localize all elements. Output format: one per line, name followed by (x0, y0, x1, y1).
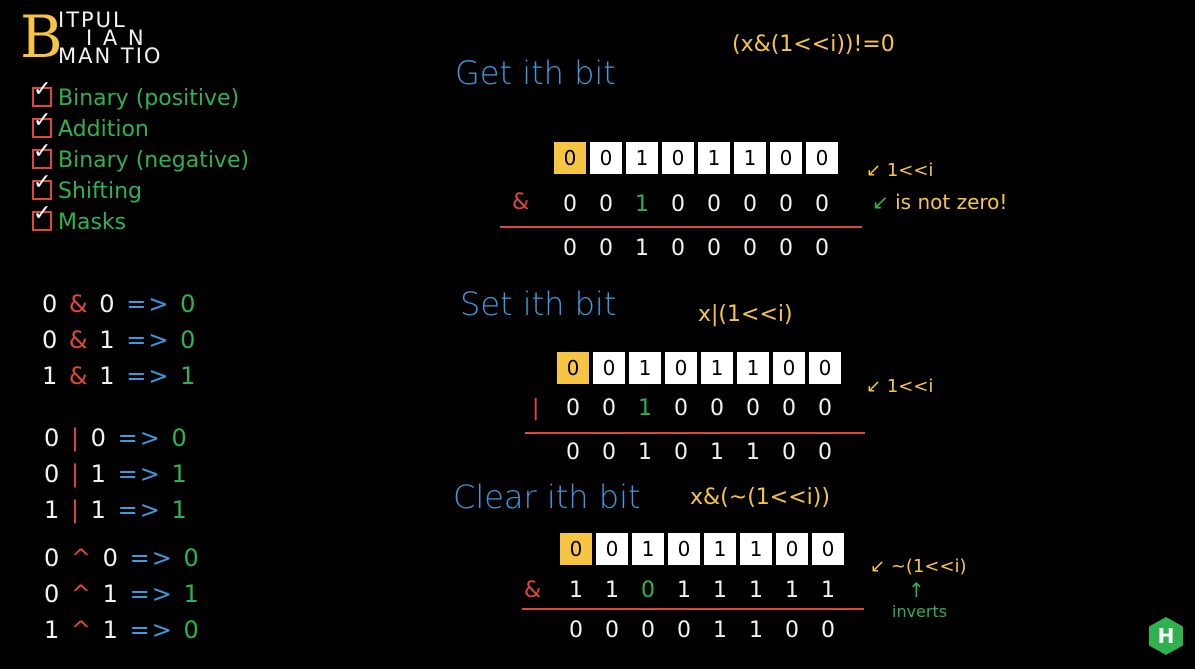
topic-label: Binary (positive) (58, 86, 240, 111)
topic-label: Addition (58, 117, 149, 142)
bit-cell: 0 (806, 142, 838, 174)
title-row-2: I A N (86, 26, 146, 50)
get-heading: Get ith bit (455, 54, 616, 92)
bit-cell: 0 (662, 142, 694, 174)
bit-cell: 0 (596, 533, 628, 565)
truth-row: 0 ^ 1 => 1 (44, 580, 201, 608)
get-mask-note: ↙ 1<<i (866, 160, 934, 181)
clear-heading: Clear ith bit (453, 478, 641, 516)
bit-cell: 1 (737, 352, 769, 384)
get-result-note: ↙ is not zero! (872, 190, 1008, 214)
truth-row: 0 & 0 => 0 (42, 290, 198, 318)
truth-row: 0 | 1 => 1 (44, 460, 189, 488)
bit-cell: 0 (590, 142, 622, 174)
truth-row: 0 & 1 => 0 (42, 326, 198, 354)
bit-cell: 1 (704, 533, 736, 565)
topic-label: Shifting (58, 179, 143, 204)
bit-cell: 0 (557, 352, 589, 384)
get-rule (500, 226, 862, 228)
topic-label: Masks (58, 210, 127, 235)
bit-cell: 1 (740, 533, 772, 565)
truth-row: 0 ^ 0 => 0 (44, 544, 201, 572)
bit-cell: 0 (554, 142, 586, 174)
set-formula: x|(1<<i) (698, 302, 793, 327)
topic-item: Binary (positive) (32, 77, 249, 117)
bit-cell: 0 (668, 533, 700, 565)
xor-truth-table: 0 ^ 0 => 0 0 ^ 1 => 1 1 ^ 1 => 0 (44, 544, 201, 652)
title-row-1: ITPUL (58, 8, 127, 32)
checkbox-icon (32, 108, 52, 138)
get-operator: & (512, 190, 530, 215)
truth-row: 0 | 0 => 0 (44, 424, 189, 452)
checkbox-icon (32, 139, 52, 169)
topic-item: Addition (32, 108, 249, 148)
set-heading: Set ith bit (460, 285, 617, 323)
topic-label: Binary (negative) (58, 148, 250, 173)
up-arrow-icon: ↑ (908, 578, 925, 602)
bit-cell: 0 (812, 533, 844, 565)
bit-cell: 0 (773, 352, 805, 384)
clear-bits: 0 0 1 0 1 1 0 0 (560, 533, 848, 565)
truth-row: 1 & 1 => 1 (42, 362, 198, 390)
clear-rule (522, 608, 864, 610)
and-truth-table: 0 & 0 => 0 0 & 1 => 0 1 & 1 => 1 (42, 290, 197, 398)
bit-cell: 0 (665, 352, 697, 384)
topic-item: Shifting (32, 170, 249, 210)
checkbox-icon (32, 201, 52, 231)
bit-cell: 0 (809, 352, 841, 384)
topic-item: Masks (32, 201, 249, 241)
bit-cell: 0 (770, 142, 802, 174)
title-row-3: MAN TIO (58, 44, 163, 68)
topic-item: Binary (negative) (32, 139, 250, 179)
set-rule (525, 432, 865, 434)
title-big-letter: B (20, 3, 63, 71)
set-mask-note: ↙ 1<<i (866, 376, 934, 397)
truth-row: 1 | 1 => 1 (44, 496, 189, 524)
get-bits: 0 0 1 0 1 1 0 0 (554, 142, 842, 174)
checkbox-icon (32, 170, 52, 200)
bit-cell: 1 (701, 352, 733, 384)
get-formula: (x&(1<<i))!=0 (732, 32, 895, 57)
set-bits: 0 0 1 0 1 1 0 0 (557, 352, 845, 384)
set-operator: | (532, 396, 540, 421)
clear-mask-note: ↙ ~(1<<i) (870, 556, 967, 577)
bit-cell: 1 (698, 142, 730, 174)
bit-cell: 1 (629, 352, 661, 384)
channel-logo: H (1149, 617, 1183, 655)
checkbox-icon (32, 77, 52, 107)
bit-cell: 1 (734, 142, 766, 174)
bit-cell: 1 (632, 533, 664, 565)
truth-row: 1 ^ 1 => 0 (44, 616, 201, 644)
bit-cell: 0 (560, 533, 592, 565)
topic-list: Binary (positive) Addition Binary (negat… (32, 77, 250, 241)
bit-cell: 0 (776, 533, 808, 565)
clear-inverts-note: inverts (892, 602, 948, 621)
bit-cell: 1 (626, 142, 658, 174)
bit-cell: 0 (593, 352, 625, 384)
clear-operator: & (524, 578, 542, 603)
clear-formula: x&(~(1<<i)) (690, 485, 830, 510)
or-truth-table: 0 | 0 => 0 0 | 1 => 1 1 | 1 => 1 (44, 424, 189, 532)
